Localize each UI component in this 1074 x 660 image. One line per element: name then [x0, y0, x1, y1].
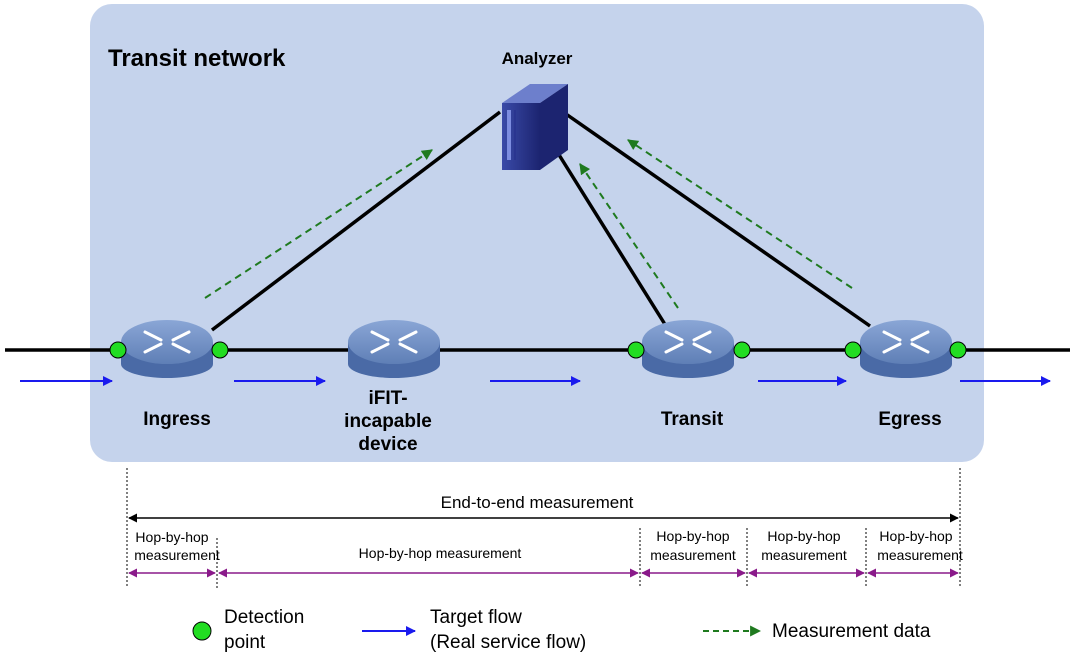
end-to-end-label: End-to-end measurement [441, 493, 634, 512]
hop5-label-2: measurement [877, 547, 963, 563]
hop1-label-2: measurement [134, 547, 220, 563]
router-ingress-icon [121, 320, 213, 378]
hop2-label: Hop-by-hop measurement [359, 545, 522, 561]
router-egress-icon [860, 320, 952, 378]
analyzer-server-icon [502, 84, 568, 170]
device-label-transit: Transit [661, 409, 724, 430]
device-label-egress: Egress [878, 409, 941, 430]
transit-network-area [90, 4, 984, 462]
transit-network-title: Transit network [108, 45, 286, 72]
device-label-ingress: Ingress [143, 409, 211, 430]
link-egress-analyzer [564, 112, 872, 328]
hop4-label-1: Hop-by-hop [767, 528, 840, 544]
router-transit-icon [642, 320, 734, 378]
detection-point-transit-in [627, 341, 645, 359]
measurement-data-arrow-egress [627, 139, 853, 289]
legend-detection-label-1: Detection [224, 607, 304, 628]
hop5-label-1: Hop-by-hop [879, 528, 952, 544]
analyzer-label: Analyzer [502, 49, 573, 68]
detection-point-transit-out [733, 341, 751, 359]
device-label-incapable-2: incapable [344, 411, 432, 432]
router-ifit-incapable-icon [348, 320, 440, 378]
detection-point-ingress-in [109, 341, 127, 359]
hop3-label-2: measurement [650, 547, 736, 563]
legend-target-label-2: (Real service flow) [430, 632, 586, 653]
hop1-label-1: Hop-by-hop [135, 529, 208, 545]
hop4-label-2: measurement [761, 547, 847, 563]
legend-measurement-data-label: Measurement data [772, 621, 931, 642]
measurement-data-arrow-transit [579, 163, 679, 309]
detection-point-egress-out [949, 341, 967, 359]
legend-detection-label-2: point [224, 632, 266, 653]
link-transit-analyzer [554, 149, 668, 327]
legend-target-label-1: Target flow [430, 607, 522, 628]
link-ingress-analyzer [210, 110, 502, 332]
detection-point-ingress-out [211, 341, 229, 359]
device-label-incapable-3: device [358, 434, 417, 455]
hop3-label-1: Hop-by-hop [656, 528, 729, 544]
legend-detection-point-icon [192, 621, 212, 641]
detection-point-egress-in [844, 341, 862, 359]
device-label-incapable-1: iFIT- [368, 388, 407, 409]
measurement-data-arrow-ingress [204, 149, 433, 299]
